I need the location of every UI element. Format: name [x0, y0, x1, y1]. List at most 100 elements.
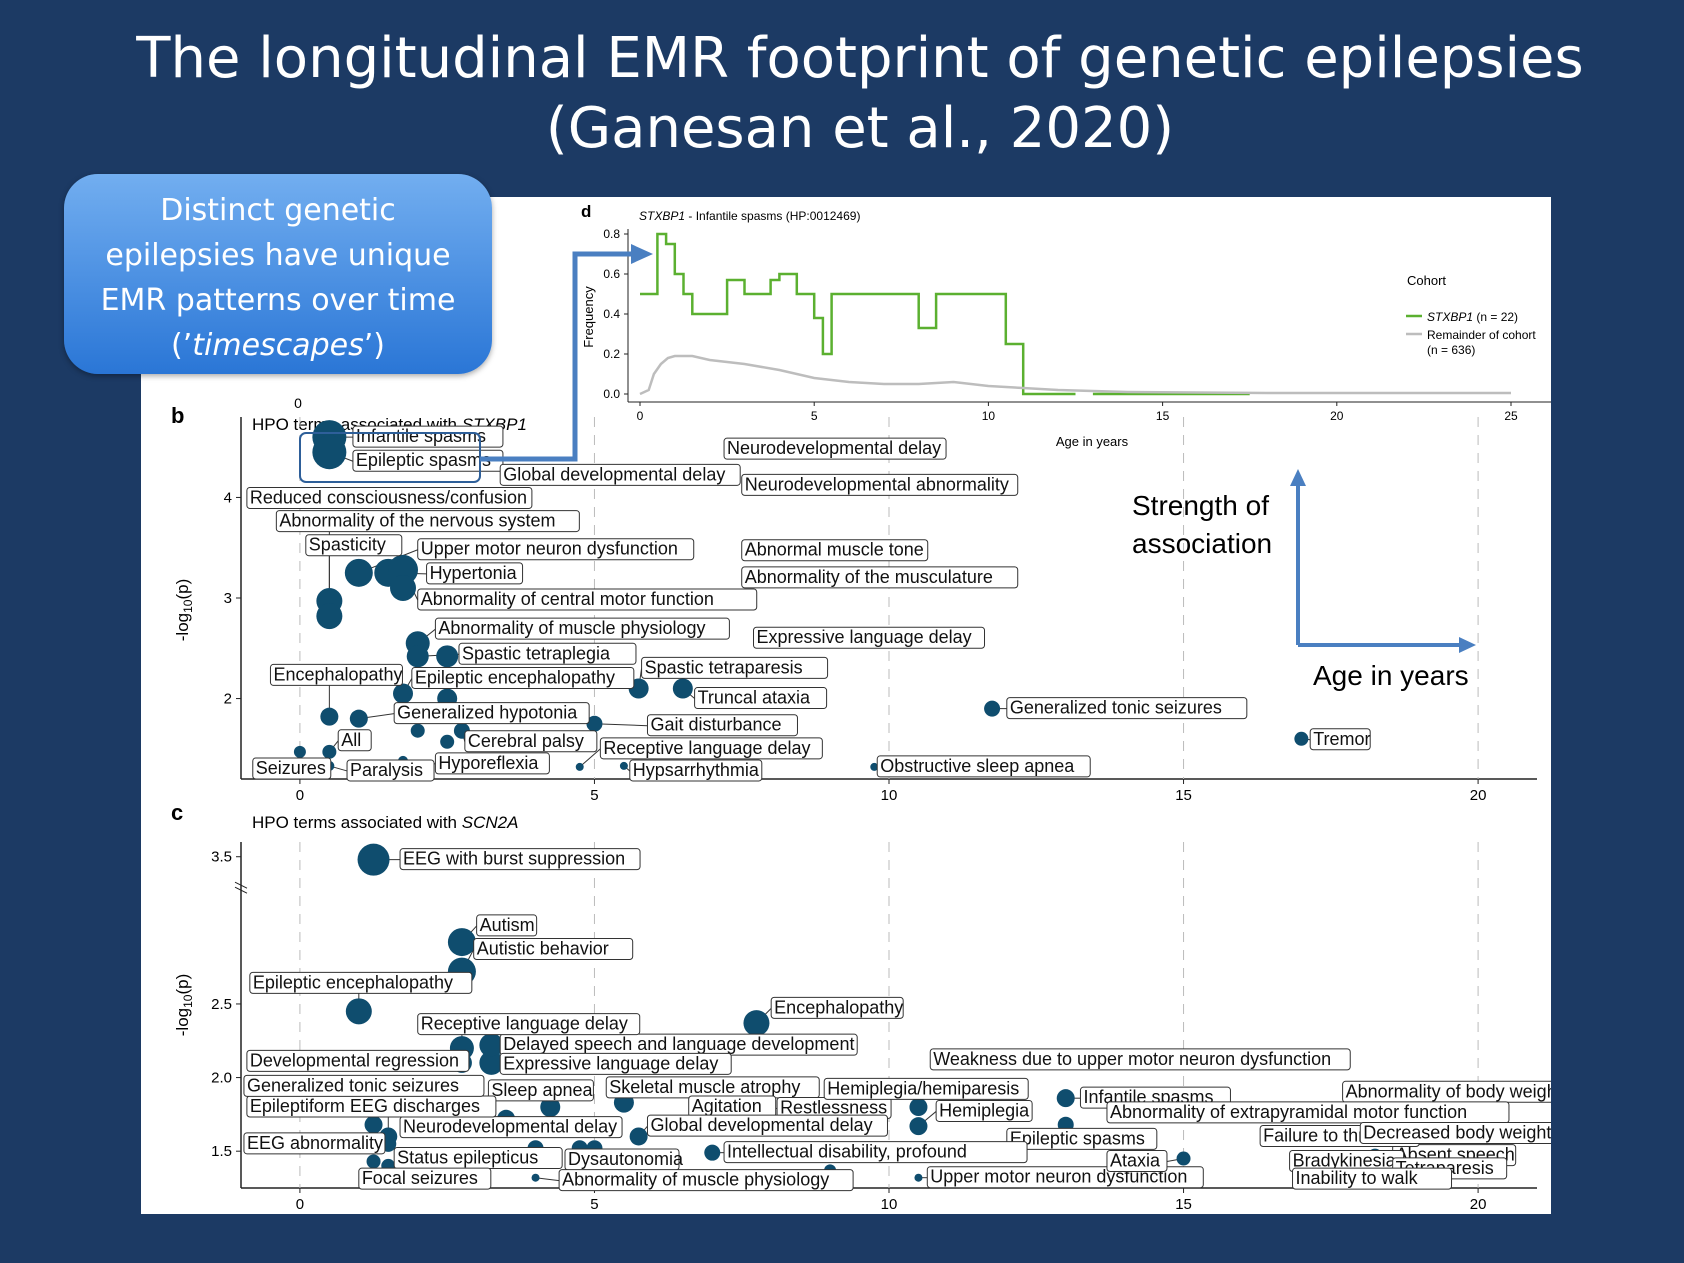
panel-c-ytick-label: 2.0	[211, 1070, 232, 1087]
point-label: Paralysis	[350, 760, 423, 780]
point-label-box	[417, 538, 695, 561]
point-label: Autistic behavior	[477, 938, 609, 958]
point-label-box	[753, 626, 986, 649]
point-label: Truncal ataxia	[698, 688, 811, 708]
point-label-box	[399, 848, 641, 871]
point-label-box	[243, 1074, 485, 1097]
point-label: Receptive language delay	[421, 1014, 628, 1034]
panel-d-ytick-label: 0.4	[603, 307, 620, 321]
point-label: Hypertonia	[430, 563, 518, 583]
point-label: Status epilepticus	[397, 1148, 538, 1168]
point-label-box	[275, 510, 580, 533]
data-point	[619, 761, 628, 770]
point-label: Epileptiform EEG discharges	[250, 1096, 480, 1116]
point-label: Encephalopathy	[273, 664, 402, 684]
data-point	[366, 1154, 381, 1169]
point-label: Delayed speech and language development	[503, 1034, 854, 1054]
point-label: Generalized tonic seizures	[247, 1075, 459, 1095]
panel-d-letter: d	[581, 202, 591, 221]
point-label: Spastic tetraparesis	[645, 657, 803, 677]
panel-d-ytick-label: 0.0	[603, 387, 620, 401]
point-label-box	[305, 534, 403, 557]
point-label: Abnormality of body weight	[1346, 1081, 1551, 1101]
panel-b-xtick-label: 0	[296, 787, 304, 804]
axis-break-mark	[234, 881, 248, 889]
panel-d-lines	[639, 232, 1511, 396]
data-point	[743, 1010, 770, 1037]
age-label: Age in years	[1313, 660, 1469, 691]
data-point	[312, 435, 347, 470]
age-arrowhead	[1459, 637, 1476, 653]
data-point	[344, 558, 373, 587]
point-label-box	[741, 539, 929, 562]
panel-b-xtick-label: 20	[1470, 787, 1487, 804]
panel-d-ytick-label: 0.8	[603, 227, 620, 241]
axis-break-mark	[234, 886, 248, 894]
slide-title-line1: The longitudinal EMR footprint of geneti…	[136, 26, 1584, 91]
point-label: EEG with burst suppression	[403, 849, 625, 869]
data-point	[540, 1097, 561, 1118]
legend-title: Cohort	[1407, 273, 1446, 288]
connector-arrowhead	[631, 244, 653, 264]
point-label-box	[694, 687, 828, 710]
point-label: Neurodevelopmental delay	[727, 438, 941, 458]
point-label: Epileptic spasms	[356, 450, 491, 470]
data-point	[1056, 1089, 1075, 1108]
point-label-box	[252, 757, 332, 780]
data-point	[316, 603, 343, 630]
figure-panel: d STXBP1 - Infantile spasms (HP:0012469)…	[141, 197, 1584, 1214]
callout-line-4: (’timescapes’)	[171, 328, 385, 363]
point-label: Focal seizures	[362, 1168, 478, 1188]
data-point	[406, 645, 429, 668]
panel-b-ytick-label: 4	[224, 489, 232, 506]
data-point	[629, 1127, 648, 1146]
panel-b-top-tick: 0	[294, 395, 302, 411]
point-label-box	[346, 759, 435, 782]
point-label-box	[629, 759, 763, 782]
point-label: Expressive language delay	[503, 1053, 718, 1073]
point-label-box	[417, 588, 758, 611]
point-label: Receptive language delay	[603, 738, 810, 758]
panel-b: b HPO terms associated with STXBP1 0 -lo…	[171, 395, 1537, 804]
point-label: Spasticity	[309, 535, 386, 555]
point-label-box	[770, 996, 904, 1019]
slide-title: The longitudinal EMR footprint of geneti…	[0, 24, 1684, 164]
point-label: Agitation	[692, 1096, 762, 1116]
data-point	[447, 928, 476, 957]
point-label-box	[393, 702, 590, 725]
panel-d: d STXBP1 - Infantile spasms (HP:0012469)…	[581, 202, 1551, 449]
point-label: Cerebral palsy	[468, 731, 584, 751]
data-point	[479, 1050, 504, 1075]
leader-line	[594, 723, 648, 727]
panel-c-ylabel: -log10(p)	[173, 974, 195, 1037]
point-label: Epileptic spasms	[1010, 1128, 1145, 1148]
point-label: Neurodevelopmental abnormality	[745, 474, 1009, 494]
panel-c-title: HPO terms associated with SCN2A	[252, 813, 518, 832]
point-label: Epileptic encephalopathy	[415, 667, 615, 687]
point-label: Bradykinesia	[1293, 1150, 1397, 1170]
point-label-box	[929, 1048, 1351, 1071]
legend-item-remainder-n: (n = 636)	[1427, 343, 1475, 357]
point-label-box	[243, 1132, 386, 1155]
data-point	[357, 843, 390, 876]
point-label-box	[558, 1169, 854, 1192]
point-label: Abnormality of extrapyramidal motor func…	[1110, 1102, 1467, 1122]
data-point	[870, 762, 879, 771]
panel-d-xtick-label: 5	[811, 409, 818, 423]
point-label-box	[417, 1013, 641, 1036]
point-label-box	[399, 1116, 623, 1139]
point-label-box	[741, 473, 1019, 496]
data-point	[1176, 1151, 1191, 1166]
point-label: Tremor	[1313, 729, 1370, 749]
point-label: Seizures	[256, 758, 326, 778]
data-point	[984, 700, 1001, 717]
point-label-box	[249, 971, 473, 994]
panel-c: c HPO terms associated with SCN2A -log10…	[171, 800, 1584, 1213]
panel-d-series-line	[640, 232, 1076, 396]
point-label-box	[499, 1052, 732, 1075]
data-point	[586, 715, 603, 732]
point-label: Abnormality of the nervous system	[279, 511, 555, 531]
panel-b-ytick-label: 2	[224, 691, 232, 708]
legend-item-remainder: Remainder of cohort	[1427, 328, 1536, 342]
